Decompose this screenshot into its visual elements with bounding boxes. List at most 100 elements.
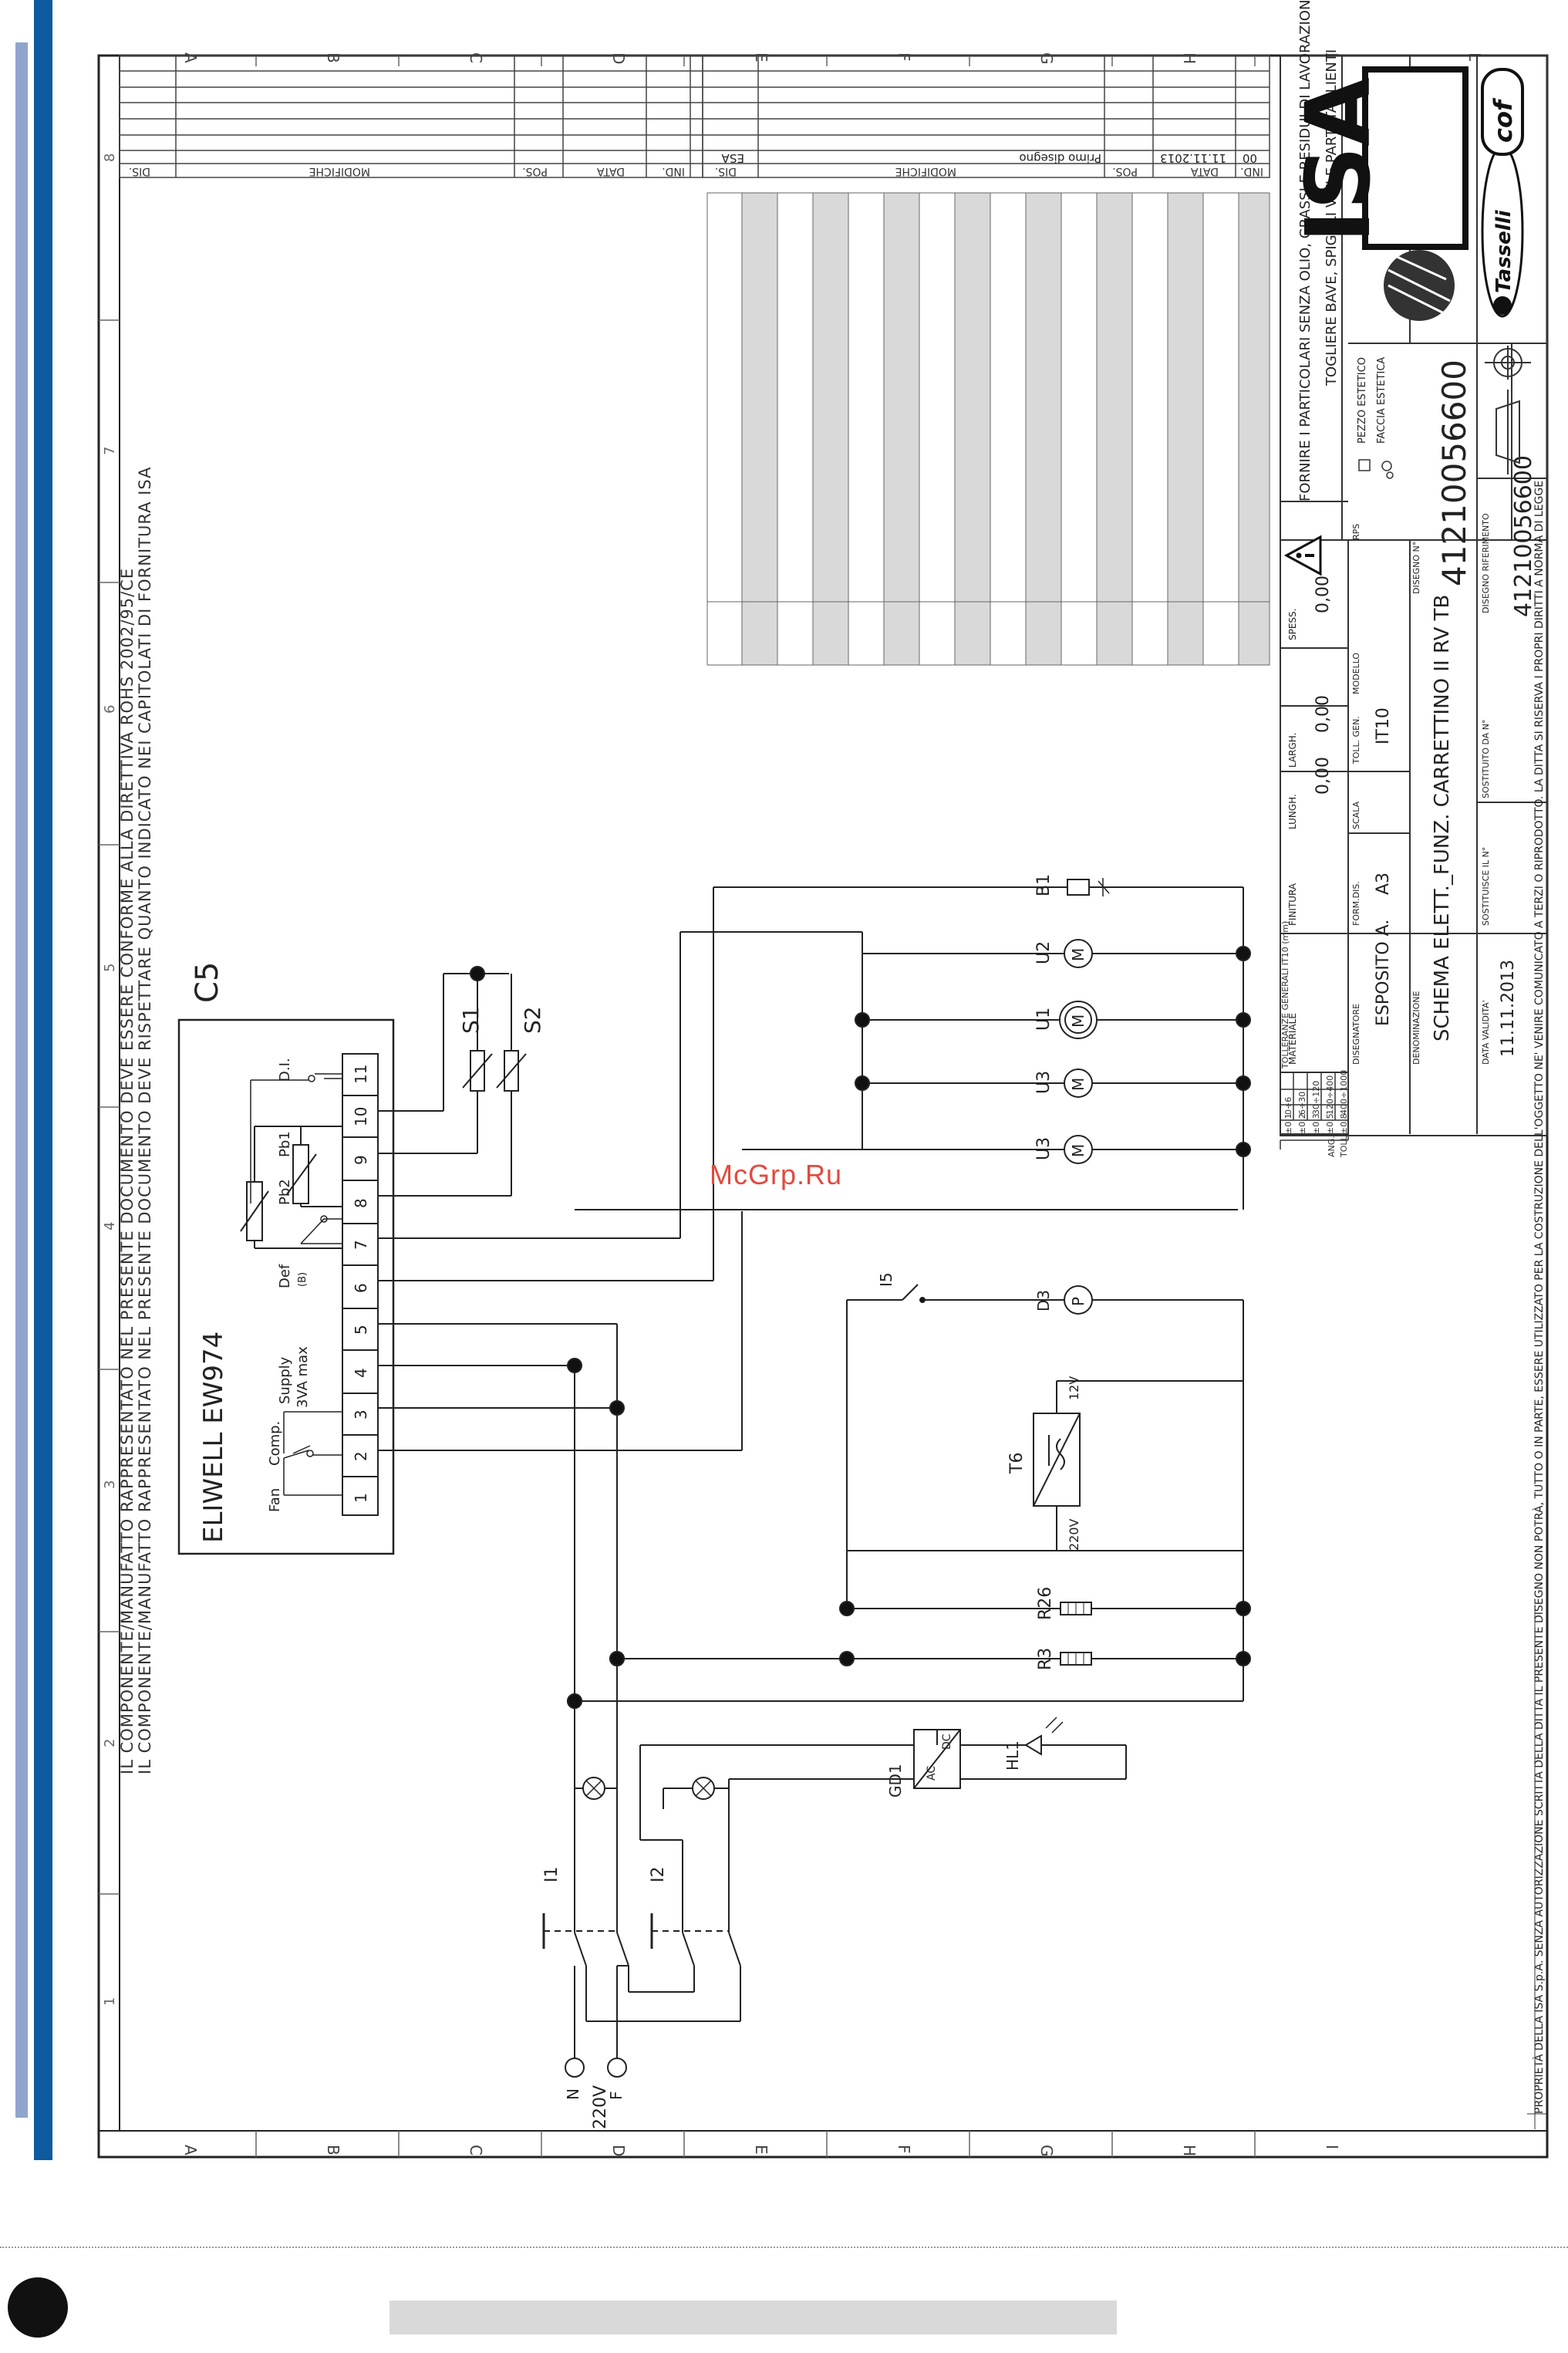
warning-text-2: TOGLIERE BAVE, SPIGOLI VIVI E PARTI TAGL… — [1324, 49, 1340, 387]
svg-text:0÷6: 0÷6 — [1283, 1097, 1293, 1115]
label-mains-220v: 220V — [591, 2085, 610, 2129]
svg-text:DIS.: DIS. — [129, 165, 150, 177]
zone-letter: L — [1465, 52, 1484, 62]
zone-letter: C — [467, 52, 485, 63]
ruler — [1527, 1605, 1547, 2129]
svg-text:M: M — [1069, 948, 1087, 961]
terminal-6: 6 — [352, 1283, 370, 1293]
svg-text:IND.: IND. — [1240, 165, 1263, 177]
terminal-1: 1 — [352, 1493, 370, 1503]
power-input-section: I1 I2 N F 220V — [542, 1651, 741, 2129]
zone-letters-top: A B C D E F G H I L — [181, 52, 1484, 65]
zone-letter: A — [181, 52, 200, 63]
isa-logo-text: ISA — [1287, 77, 1391, 243]
designer-value: ESPOSITO A. — [1374, 920, 1393, 1026]
label-220v-t6: 220V — [1067, 1518, 1081, 1551]
replaced-by-label: SOSTITUITO DA N° — [1481, 719, 1491, 798]
page-number-circle — [8, 2277, 68, 2338]
material-label: MATERIALE — [1287, 1013, 1298, 1065]
svg-text:DC: DC — [941, 1734, 953, 1750]
larg-value: 0,00 — [1313, 695, 1333, 733]
label-comp: Comp. — [267, 1421, 283, 1466]
lungh-label: LUNGH. — [1287, 794, 1298, 829]
page-separator — [0, 2247, 1568, 2248]
label-i5: I5 — [877, 1272, 895, 1287]
zone-number: 1 — [102, 1997, 118, 2006]
replaces-label: SOSTITUISCE IL N° — [1481, 847, 1491, 926]
revision-headers-right: DIS. MODIFICHE POS. DATA IND. — [715, 165, 1263, 177]
svg-text:MODIFICHE: MODIFICHE — [309, 165, 370, 177]
label-12v: 12V — [1067, 1376, 1081, 1400]
zone-letter: F — [895, 2145, 913, 2154]
label-u1: U1 — [1034, 1008, 1054, 1031]
svg-text:M: M — [1069, 1014, 1087, 1028]
svg-text:AC: AC — [926, 1766, 938, 1781]
label-u2: U2 — [1034, 941, 1054, 964]
zone-number: 3 — [102, 1480, 118, 1489]
label-hl1: HL1 — [1003, 1740, 1022, 1771]
svg-text:30÷120: 30÷120 — [1311, 1081, 1321, 1115]
label-def: Def — [277, 1264, 293, 1288]
binding-stripe-light — [15, 42, 28, 2118]
zone-letter: I — [1323, 52, 1341, 57]
model-label: MODELLO — [1351, 653, 1361, 694]
validity-label: DATA VALIDITA' — [1481, 1000, 1491, 1065]
zone-numbers: 1 2 3 4 5 6 7 8 — [102, 154, 118, 2006]
probe-resistors — [240, 1126, 342, 1249]
svg-text:400÷1000: 400÷1000 — [1339, 1070, 1349, 1115]
label-r3: R3 — [1036, 1648, 1055, 1670]
svg-text:±0,5: ±0,5 — [1325, 1113, 1335, 1134]
controller-output-wires — [378, 887, 1238, 1451]
zone-letter: G — [1037, 52, 1056, 65]
drawing-name: SCHEMA ELETT._FUNZ. CARRETTINO II RV TB — [1431, 595, 1454, 1041]
zone-letter: C — [467, 2145, 485, 2156]
motor-section: M M M M U2 U1 U3 U3 B1 — [680, 874, 1251, 1210]
larg-label: LARGH. — [1287, 733, 1298, 768]
revision-table-left — [119, 55, 703, 178]
svg-text:MODIFICHE: MODIFICHE — [895, 165, 956, 177]
zone-letter: E — [752, 52, 771, 62]
terminal-10: 10 — [352, 1107, 370, 1126]
tasselli-logo-text: Tasselli — [1492, 209, 1516, 293]
cof-logo-text: cof — [1489, 97, 1518, 143]
isa-logo: ISA — [1287, 66, 1469, 321]
label-di: D.I. — [277, 1058, 293, 1082]
terminal-5: 5 — [352, 1325, 370, 1335]
rps-label: RPS — [1351, 524, 1361, 540]
tolerance-cells: TOLLERANZE GENERALI IT10 (mm) 0÷6 6÷30 3… — [1280, 921, 1349, 1158]
revision-entry-ind: 00 — [1243, 151, 1257, 165]
label-pb1: Pb1 — [277, 1131, 293, 1157]
drawing-no: 41210056600 — [1435, 360, 1473, 586]
compliance-note: IL COMPONENTE/MANUFATTO RAPPRESENTATO NE… — [118, 467, 154, 1774]
transformer-section: I5 P D3 T6 12V 220V — [846, 1272, 1244, 1609]
heater-b1-icon — [1067, 879, 1090, 896]
terminal-11: 11 — [352, 1065, 370, 1084]
revision-table-right — [702, 55, 1270, 178]
svg-text:±0,2: ±0,2 — [1297, 1113, 1307, 1134]
aesthetic-1: PEZZO ESTETICO — [1357, 357, 1368, 444]
label-t6: T6 — [1007, 1453, 1027, 1474]
zone-letter: H — [1180, 2145, 1199, 2156]
tolerance-title: TOLLERANZE GENERALI IT10 (mm) — [1280, 921, 1290, 1069]
motor-u2-icon — [1064, 939, 1093, 968]
terminal-4: 4 — [352, 1368, 370, 1378]
svg-text:6÷30: 6÷30 — [1297, 1092, 1307, 1115]
terminal-2: 2 — [352, 1451, 370, 1461]
watermark-text: McGrp.Ru — [710, 1159, 843, 1190]
revision-entry: ESA Primo disegno 11.11.2013 00 — [721, 151, 1257, 165]
spess-value: 0,00 — [1313, 576, 1333, 613]
svg-text:DATA: DATA — [597, 165, 625, 177]
svg-text:DATA: DATA — [1191, 165, 1219, 177]
controller-model: ELIWELL EW974 — [198, 1332, 229, 1543]
label-s2: S2 — [520, 1006, 545, 1034]
revision-entry-text: Primo disegno — [1019, 151, 1101, 165]
svg-text:POS.: POS. — [522, 165, 548, 177]
controller-ref: C5 — [190, 962, 225, 1003]
striped-panel — [706, 192, 1270, 666]
label-gd1: GD1 — [886, 1764, 905, 1798]
svg-text:M: M — [1069, 1078, 1087, 1091]
zone-number: 5 — [102, 964, 118, 972]
ang-label: ANG. — [1327, 1136, 1337, 1157]
label-supply-rating: 3VA max — [295, 1346, 311, 1408]
wiring-diagram-sheet: A B C D E F G H I L A B C D E F G H I 1 — [97, 0, 1549, 2159]
